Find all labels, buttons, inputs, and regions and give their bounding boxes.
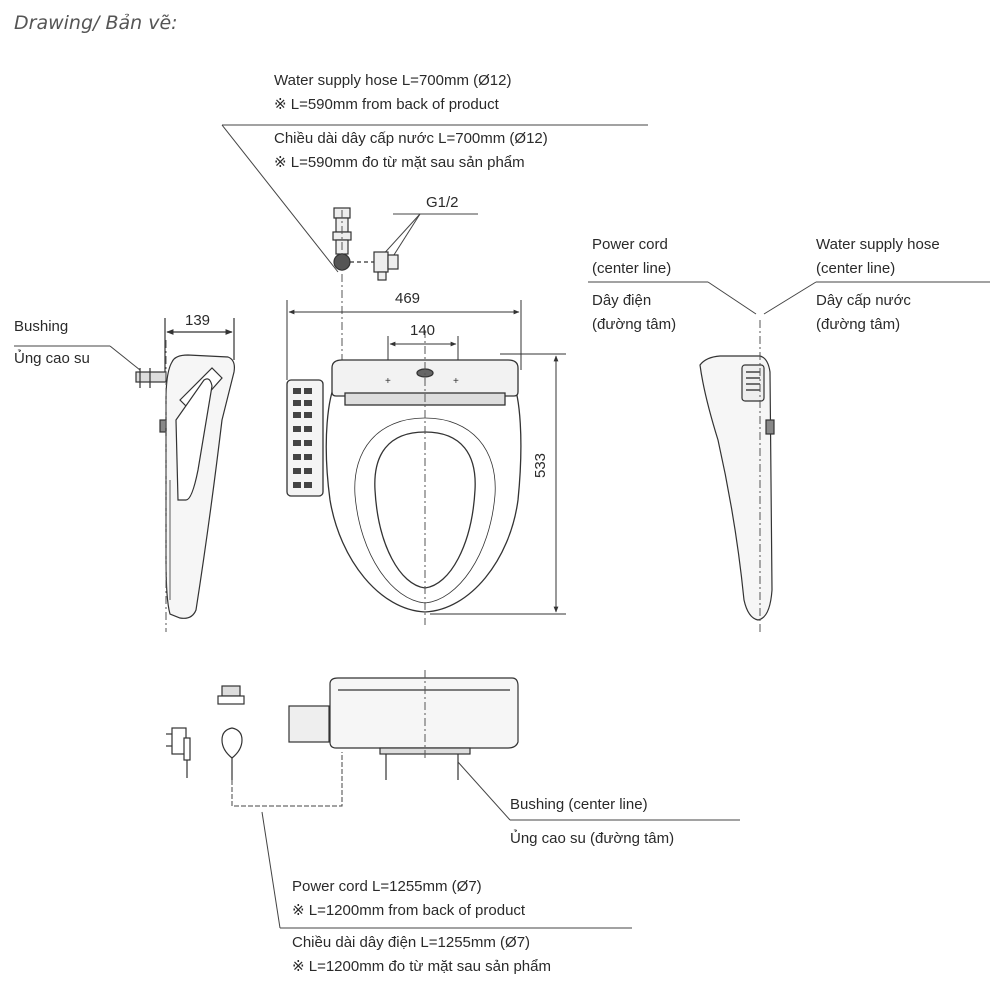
water-hose-centerline-vi: (đường tâm) <box>816 316 901 333</box>
top-note-line4: ※ L=590mm đo từ mặt sau sản phẩm <box>274 154 525 171</box>
svg-text:+: + <box>453 376 459 387</box>
bottom-note-line1: Power cord L=1255mm (Ø7) <box>292 878 482 895</box>
left-bushing-label: Bushing <box>14 318 69 335</box>
bottom-note-line2: ※ L=1200mm from back of product <box>292 902 526 919</box>
right-side-view <box>699 355 775 621</box>
dimension-side-label: 139 <box>185 312 211 329</box>
left-side-view <box>135 318 235 619</box>
svg-text:+: + <box>385 376 391 387</box>
right-leaders <box>588 281 990 315</box>
dimension-depth <box>430 353 566 615</box>
bottom-note-line3: Chiều dài dây điện L=1255mm (Ø7) <box>292 934 531 951</box>
dimension-depth-label: 533 <box>532 452 549 478</box>
dimension-bolt-label: 140 <box>410 322 436 339</box>
thread-label: G1/2 <box>426 194 459 211</box>
water-hose-label: Water supply hose <box>816 236 940 253</box>
dimension-width-label: 469 <box>395 290 421 307</box>
power-cord-label-vi: Dây điện <box>592 292 652 309</box>
power-plug <box>166 727 191 778</box>
dimension-width <box>286 300 522 380</box>
top-note-leaders <box>221 124 648 273</box>
water-hose-label-vi: Dây cấp nước <box>816 292 911 309</box>
power-cord-label: Power cord <box>592 236 668 253</box>
top-note-line1: Water supply hose L=700mm (Ø12) <box>274 72 512 89</box>
valve <box>217 685 245 780</box>
left-bushing-label-vi: Ủng cao su <box>14 350 90 367</box>
power-cord-centerline-vi: (đường tâm) <box>592 316 677 333</box>
water-hose-centerline: (center line) <box>816 260 896 277</box>
power-cord-centerline: (center line) <box>592 260 672 277</box>
bottom-bushing-label: Bushing (center line) <box>510 796 648 813</box>
bottom-bushing-label-vi: Ủng cao su (đường tâm) <box>510 830 675 847</box>
top-note-line2: ※ L=590mm from back of product <box>274 96 499 113</box>
drawing-title: Drawing/ Bản vẽ: <box>14 12 178 34</box>
bottom-note-line4: ※ L=1200mm đo từ mặt sau sản phẩm <box>292 958 551 975</box>
bottom-leaders <box>261 761 740 929</box>
top-note-line3: Chiều dài dây cấp nước L=700mm (Ø12) <box>274 130 548 147</box>
seat-top-view: + + <box>286 359 522 613</box>
water-supply-fitting <box>332 207 399 281</box>
